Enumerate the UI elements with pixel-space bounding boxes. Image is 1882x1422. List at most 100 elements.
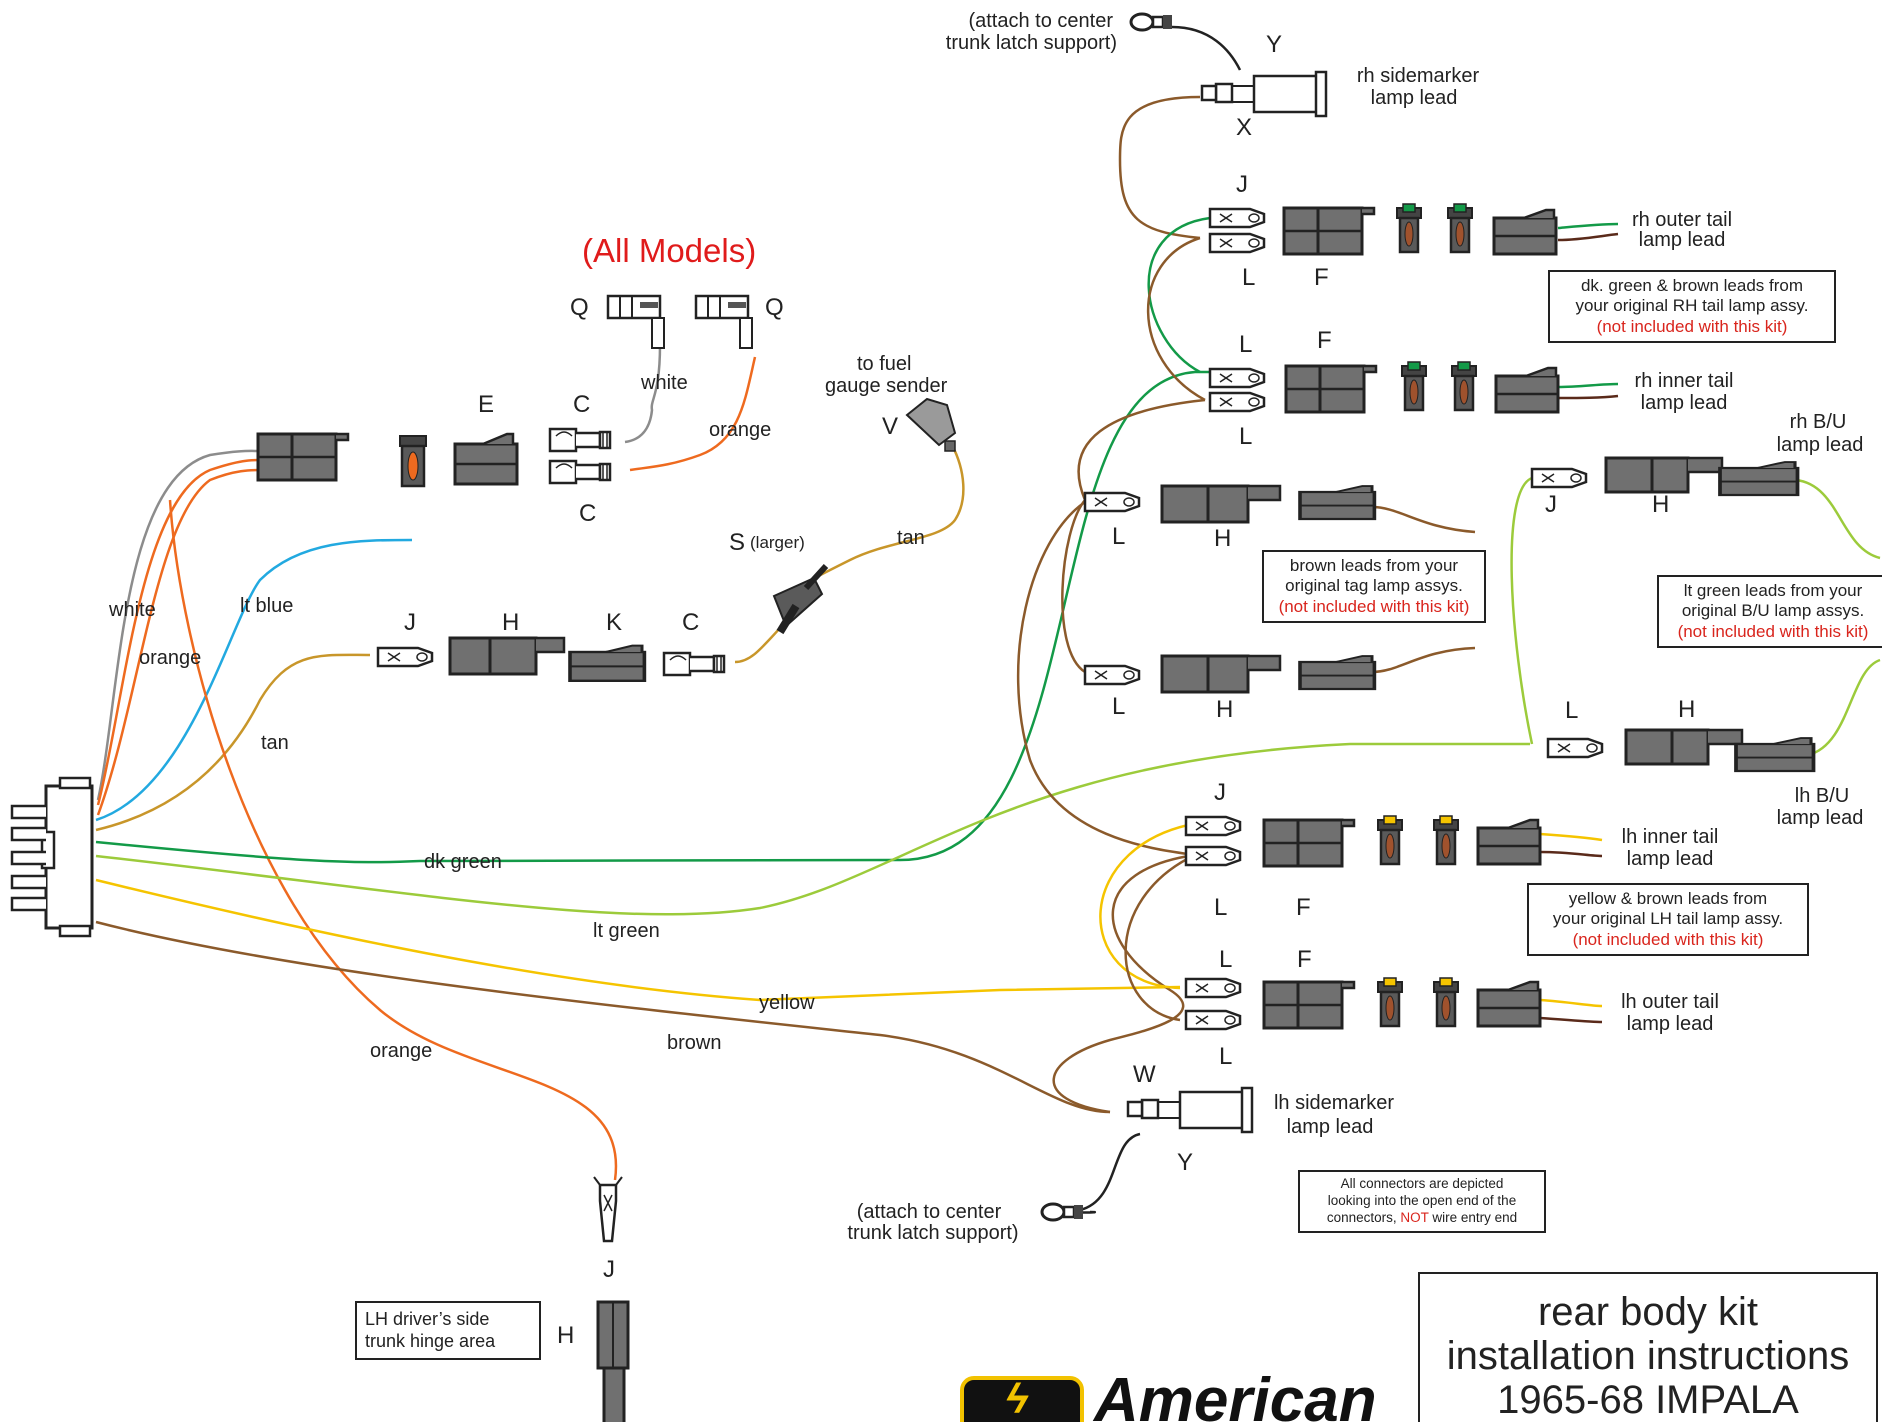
wire-lh-inner-brown xyxy=(1539,850,1603,858)
letter-j: J xyxy=(1545,491,1557,518)
label-lt-blue: lt blue xyxy=(240,595,293,617)
wire-tag1-lead xyxy=(1371,505,1476,534)
letter-w: W xyxy=(1133,1061,1156,1088)
label-lh-inner-2: lamp lead xyxy=(1627,848,1714,870)
socket-lh-outer-1 xyxy=(1376,976,1404,1028)
connector-h-bottom xyxy=(596,1300,630,1422)
note-hinge-line1: LH driver’s side xyxy=(365,1309,490,1329)
label-white-q: white xyxy=(640,372,688,394)
letter-l: L xyxy=(1242,264,1255,291)
all-models-title: (All Models) xyxy=(582,232,756,269)
letter-c: C xyxy=(573,391,590,418)
letter-l: L xyxy=(1239,331,1252,358)
note-bu-line1: lt green leads from your xyxy=(1683,581,1863,600)
label-lh-bu: lh B/U xyxy=(1795,785,1849,807)
letter-l: L xyxy=(1214,894,1227,921)
connector-lh-inner-lead xyxy=(1476,818,1542,866)
label-white: white xyxy=(108,599,156,621)
note-lh-tail-warning: (not included with this kit) xyxy=(1572,929,1764,949)
label-lh-sidemarker-2: lamp lead xyxy=(1287,1116,1374,1138)
label-attach-bot: (attach to center xyxy=(857,1201,1002,1223)
label-rh-inner: rh inner tail xyxy=(1635,370,1734,392)
terminal-l-tag-2 xyxy=(1083,664,1141,686)
connector-h-tag-1 xyxy=(1160,484,1282,524)
label-orange-bottom: orange xyxy=(370,1040,432,1062)
terminal-j-bottom xyxy=(593,1176,623,1243)
note-rh-tail-warning: (not included with this kit) xyxy=(1596,316,1788,336)
wire-brown-x xyxy=(1118,95,1201,240)
main-harness-connector xyxy=(10,776,94,938)
label-tan-v: tan xyxy=(897,527,925,549)
letter-f: F xyxy=(1296,894,1311,921)
label-lt-green: lt green xyxy=(593,920,660,942)
connector-tag-lead-2 xyxy=(1298,654,1377,691)
letter-h: H xyxy=(1678,696,1695,723)
connector-f-lh-outer xyxy=(1262,980,1356,1030)
letter-x: X xyxy=(1236,114,1252,141)
wire-tag2-lead xyxy=(1371,646,1476,674)
note-lh-tail-line1: yellow & brown leads from xyxy=(1568,889,1768,908)
note-lh-tail-line2: your original LH tail lamp assy. xyxy=(1552,909,1784,929)
wire-y-top-ground xyxy=(1171,25,1242,71)
note-tag-line1: brown leads from your xyxy=(1289,556,1459,575)
socket-rh-inner-2 xyxy=(1450,360,1478,412)
label-attach-bot-2: trunk latch support) xyxy=(847,1222,1018,1244)
socket-rh-outer-1 xyxy=(1395,202,1423,254)
title-box: rear body kit installation instructions … xyxy=(1418,1272,1878,1422)
label-rh-outer-2: lamp lead xyxy=(1639,229,1726,251)
label-lh-bu-2: lamp lead xyxy=(1777,807,1864,829)
note-connectors-not: NOT xyxy=(1400,1209,1429,1225)
c-terminal-mid xyxy=(662,651,726,677)
label-attach-top-2: trunk latch support) xyxy=(946,32,1117,54)
wire-tan-left xyxy=(95,653,371,832)
terminal-l-tag-1 xyxy=(1083,491,1141,513)
label-rh-sidemarker-2: lamp lead xyxy=(1371,87,1458,109)
label-rh-sidemarker: rh sidemarker xyxy=(1357,65,1480,87)
letter-h: H xyxy=(1652,491,1669,518)
connector-h-bu-2 xyxy=(1624,728,1744,766)
q-connector-left xyxy=(606,294,665,349)
ring-terminal-y-top xyxy=(1129,12,1174,32)
label-rh-outer: rh outer tail xyxy=(1632,209,1732,231)
note-bu-warning: (not included with this kit) xyxy=(1677,621,1869,641)
title-line1: rear body kit xyxy=(1537,1290,1759,1334)
brand-name: American xyxy=(1094,1370,1377,1422)
wire-orange-q xyxy=(629,356,757,472)
wire-white-q xyxy=(624,344,662,444)
fuel-sender-terminal-v xyxy=(905,397,957,452)
terminal-l-lh-outer-2 xyxy=(1184,1009,1242,1031)
wire-rh-inner-green xyxy=(1557,382,1619,389)
terminal-l-lh-inner-2 xyxy=(1184,845,1242,867)
wire-white xyxy=(96,449,261,801)
c-terminal-upper xyxy=(548,427,612,453)
connector-e xyxy=(453,432,519,486)
label-tan-left: tan xyxy=(261,732,289,754)
wire-lh-inner-yellow xyxy=(1539,832,1603,842)
label-yellow: yellow xyxy=(759,992,815,1014)
letter-e: E xyxy=(478,391,494,418)
socket-rh-inner-1 xyxy=(1400,360,1428,412)
letter-j: J xyxy=(1214,779,1226,806)
note-hinge: LH driver’s side trunk hinge area xyxy=(355,1301,541,1361)
socket-lh-inner-2 xyxy=(1432,814,1460,866)
wire-y-bot-ground xyxy=(1074,1132,1141,1214)
wire-rh-outer-green xyxy=(1557,222,1619,230)
wire-lh-outer-brown xyxy=(1539,1016,1603,1024)
letter-c: C xyxy=(682,609,699,636)
wire-brown-tag1b xyxy=(1061,499,1086,674)
socket-lh-inner-1 xyxy=(1376,814,1404,866)
connector-h-mid xyxy=(448,636,566,676)
connector-tag-lead-1 xyxy=(1298,484,1377,521)
terminal-l-rh-inner-2 xyxy=(1208,391,1266,413)
letter-q: Q xyxy=(765,294,784,321)
socket-lh-outer-2 xyxy=(1432,976,1460,1028)
label-rh-bu: rh B/U xyxy=(1790,411,1847,433)
note-connectors-line1: All connectors are depicted xyxy=(1340,1176,1504,1191)
label-rh-bu-2: lamp lead xyxy=(1777,434,1864,456)
label-dk-green: dk green xyxy=(424,851,502,873)
wire-orange-long xyxy=(168,499,618,1181)
connector-block-white-orange xyxy=(256,432,350,482)
terminal-j-lh-inner-1 xyxy=(1184,815,1242,837)
letter-l: L xyxy=(1219,946,1232,973)
wire-lt-green-bu-rh xyxy=(1795,478,1881,560)
